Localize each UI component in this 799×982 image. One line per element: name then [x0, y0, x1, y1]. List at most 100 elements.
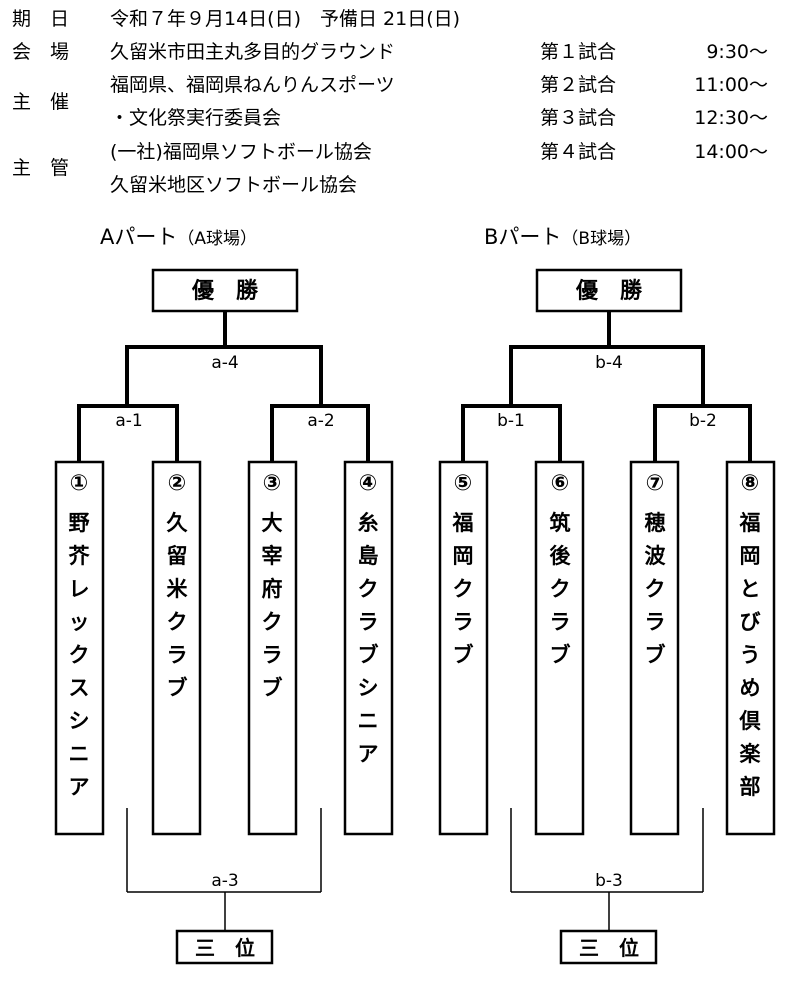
part-b-name: Bパート	[484, 225, 562, 249]
part-b-third-match: b-3	[595, 871, 623, 891]
team-1-number: ①	[70, 471, 89, 496]
team-2-name: 久留米クラブ	[167, 511, 189, 700]
team-3-char: ラ	[262, 643, 283, 667]
team-names: ①野芥レックスシニア②久留米クラブ③大宰府クラブ④糸島クラブシニア⑤福岡クラブ⑥…	[69, 471, 762, 799]
part-b-semi-right-match: b-2	[689, 411, 717, 431]
manage-line1: (一社)福岡県ソフトボール協会	[110, 141, 372, 163]
team-2-char: 米	[167, 577, 189, 601]
team-6-char: ク	[550, 577, 571, 601]
team-box-1	[54, 460, 105, 836]
team-1-char: 野	[69, 511, 90, 535]
team-6-number: ⑥	[551, 471, 570, 496]
team-4-char: ニ	[358, 709, 379, 733]
team-4-number: ④	[359, 471, 378, 496]
team-4-char: ラ	[358, 610, 379, 634]
team-1-char: ニ	[69, 742, 90, 766]
team-8-number: ⑧	[741, 471, 760, 496]
host-line2: ・文化祭実行委員会	[110, 107, 282, 129]
team-4-char: 島	[358, 544, 379, 568]
team-box-3	[247, 460, 298, 836]
team-5-char: ブ	[453, 643, 474, 667]
team-2-char: 留	[167, 544, 188, 568]
part-a-final-match: a-4	[211, 353, 238, 373]
host-line1: 福岡県、福岡県ねんりんスポーツ	[110, 74, 395, 96]
manage-line2: 久留米地区ソフトボール協会	[110, 174, 358, 196]
team-3-char: ブ	[262, 676, 283, 700]
team-7-char: ク	[645, 577, 666, 601]
team-5-char: ク	[453, 577, 474, 601]
team-1-char: シ	[69, 709, 90, 733]
part-a-semi-right-match: a-2	[307, 411, 334, 431]
team-1-name: 野芥レックスシニア	[69, 511, 91, 799]
part-a-semi-left-match: a-1	[115, 411, 142, 431]
date-label: 期 日	[12, 8, 70, 30]
team-8-char: 楽	[740, 742, 762, 766]
team-3-char: 宰	[262, 544, 283, 568]
team-2-char: 久	[167, 511, 188, 535]
schedule-game-1: 第１試合	[540, 41, 617, 63]
team-3-name: 大宰府クラブ	[262, 511, 283, 700]
team-8-char: め	[740, 676, 761, 700]
team-3-char: ク	[262, 610, 283, 634]
schedule-game-2: 第２試合	[540, 74, 617, 96]
team-5-char: ラ	[453, 610, 474, 634]
team-5-name: 福岡クラブ	[452, 511, 474, 667]
team-7-char: ブ	[645, 643, 666, 667]
team-8-char: 部	[740, 775, 761, 799]
schedule-game-4: 第４試合	[540, 141, 617, 163]
team-5-char: 福	[452, 511, 474, 535]
team-8-char: う	[740, 643, 761, 667]
part-b-third-label: 三 位	[579, 936, 639, 960]
team-box-6	[534, 460, 585, 836]
part-a-name: Aパート	[100, 225, 178, 249]
team-7-char: 波	[645, 544, 667, 568]
team-2-char: ブ	[167, 676, 188, 700]
schedule-time-4: 14:00～	[694, 141, 768, 163]
date-value: 令和７年９月14日(日) 予備日 21日(日)	[110, 8, 461, 30]
team-6-char: ブ	[550, 643, 571, 667]
team-8-char: び	[740, 610, 761, 634]
team-box-4	[343, 460, 394, 836]
team-8-char: と	[740, 577, 761, 601]
team-box-8	[725, 460, 776, 836]
team-8-char: 福	[739, 511, 761, 535]
team-4-name: 糸島クラブシニア	[358, 511, 379, 766]
team-box-7	[629, 460, 680, 836]
schedule-time-1: 9:30～	[706, 41, 768, 63]
team-5-number: ⑤	[454, 471, 473, 496]
team-4-char: シ	[358, 676, 379, 700]
team-4-char: 糸	[358, 511, 379, 535]
team-3-char: 府	[262, 577, 283, 601]
team-1-char: ッ	[69, 610, 90, 634]
part-a-third-box	[175, 929, 274, 965]
part-b-final-match: b-4	[595, 353, 623, 373]
part-a-winner-box	[151, 268, 299, 313]
team-4-char: ア	[358, 742, 379, 766]
team-2-char: ラ	[167, 643, 188, 667]
team-box-5	[438, 460, 489, 836]
team-8-char: 岡	[740, 544, 761, 568]
team-1-char: 芥	[69, 544, 91, 568]
schedule-time-2: 11:00～	[694, 74, 768, 96]
team-3-number: ③	[263, 471, 282, 496]
team-5-char: 岡	[453, 544, 474, 568]
schedule-game-3: 第３試合	[540, 107, 617, 129]
venue-value: 久留米市田主丸多目的グラウンド	[110, 41, 396, 63]
team-7-char: ラ	[645, 610, 666, 634]
part-a-third-label: 三 位	[195, 936, 255, 960]
part-b-semi-left-match: b-1	[497, 411, 525, 431]
team-4-char: ブ	[358, 643, 379, 667]
venue-label: 会 場	[12, 41, 70, 63]
part-b-title: Bパート（B球場）	[484, 225, 641, 251]
team-6-char: ラ	[550, 610, 571, 634]
part-a-winner-label: 優 勝	[191, 279, 259, 304]
host-label: 主 催	[12, 91, 70, 113]
team-1-char: レ	[69, 577, 90, 601]
team-3-char: 大	[262, 511, 283, 535]
team-6-char: 筑	[550, 511, 571, 535]
team-6-char: 後	[550, 544, 572, 568]
part-a-third-match: a-3	[211, 871, 238, 891]
team-1-char: ス	[69, 676, 90, 700]
part-a-field: （A球場）	[177, 229, 258, 249]
